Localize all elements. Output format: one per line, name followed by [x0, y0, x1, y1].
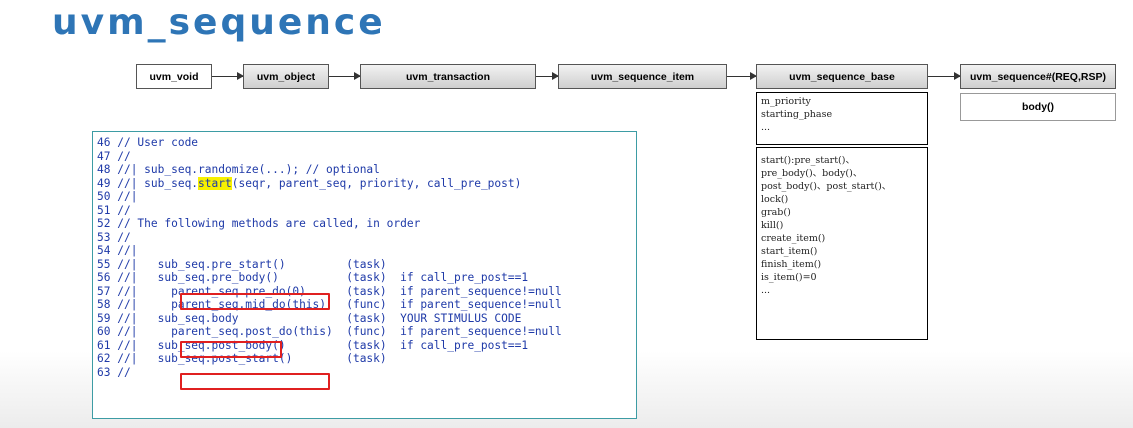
inherit-arrow: [727, 72, 757, 80]
method-item: finish_item(): [761, 259, 822, 270]
line-number: 59: [97, 311, 111, 325]
highlight-body: [180, 341, 282, 358]
method-item: ...: [761, 285, 771, 296]
line-number: 61: [97, 338, 111, 352]
code-text: // The following methods are called, in …: [110, 217, 421, 230]
method-item: create_item(): [761, 233, 826, 244]
line-number: 54: [97, 244, 111, 257]
code-line: 48 //| sub_seq.randomize(...); // option…: [93, 163, 636, 177]
method-item: lock(): [761, 194, 789, 205]
code-text: //| sub_seq.post_start() (task): [110, 352, 387, 365]
code-text: //| parent_seq.mid_do(this) (func) if pa…: [110, 298, 562, 311]
sequence-body-method: body(): [960, 93, 1116, 121]
code-line: 51 //: [93, 204, 636, 218]
code-line: 50 //|: [93, 190, 636, 204]
code-text: //|: [110, 190, 138, 203]
class-box-uvm-transaction: uvm_transaction: [360, 64, 536, 89]
line-number: 53: [97, 230, 111, 244]
code-text: //: [110, 365, 131, 379]
method-item: post_body()、post_start()、: [761, 181, 892, 192]
inherit-arrow: [536, 72, 559, 80]
code-line: 56 //| sub_seq.pre_body() (task) if call…: [93, 271, 636, 285]
method-item: pre_body()、body()、: [761, 168, 863, 179]
code-text: //| sub_seq.post_body() (task) if call_p…: [110, 338, 529, 352]
line-number: 55: [97, 257, 111, 271]
code-text: //: [110, 230, 131, 244]
line-number: 58: [97, 298, 111, 311]
line-number: 50: [97, 190, 111, 203]
highlight-post-body: [180, 373, 330, 390]
code-line: 49 //| sub_seq.start(seqr, parent_seq, p…: [93, 176, 636, 191]
method-item: is_item()=0: [761, 272, 817, 283]
line-number: 62: [97, 352, 111, 365]
property-item: starting_phase: [761, 109, 833, 120]
inherit-arrow: [212, 72, 244, 80]
page-title: uvm_sequence: [52, 2, 386, 43]
code-line: 46 // User code: [93, 136, 636, 150]
code-line: 59 //| sub_seq.body (task) YOUR STIMULUS…: [93, 312, 636, 326]
highlighted-code: start: [198, 176, 232, 190]
code-text: //|: [110, 244, 138, 257]
code-line: 57 //| parent_seq.pre_do(0) (task) if pa…: [93, 285, 636, 299]
method-item: start():pre_start()、: [761, 155, 855, 166]
class-box-uvm-sequence-base: uvm_sequence_base: [756, 64, 928, 89]
code-text: //| parent_seq.pre_do(0) (task) if paren…: [110, 284, 562, 298]
code-text: //: [110, 203, 131, 217]
code-text: //| sub_seq.randomize(...); // optional: [110, 163, 380, 176]
class-box-uvm-sequence-item: uvm_sequence_item: [558, 64, 727, 89]
line-number: 63: [97, 365, 111, 379]
code-line: 63 //: [93, 366, 636, 380]
base-methods-panel: start():pre_start()、 pre_body()、body()、 …: [756, 147, 928, 340]
line-number: 48: [97, 163, 111, 176]
code-line: 52 // The following methods are called, …: [93, 217, 636, 231]
code-line: 55 //| sub_seq.pre_start() (task): [93, 258, 636, 272]
method-item: kill(): [761, 220, 784, 231]
code-text: //| parent_seq.post_do(this) (func) if p…: [110, 325, 562, 338]
code-line: 47 //: [93, 150, 636, 164]
code-line: 61 //| sub_seq.post_body() (task) if cal…: [93, 339, 636, 353]
line-number: 46: [97, 136, 111, 149]
method-item: grab(): [761, 207, 791, 218]
inherit-arrow: [329, 72, 361, 80]
line-number: 47: [97, 149, 111, 163]
code-text: (seqr, parent_seq, priority, call_pre_po…: [231, 176, 522, 190]
code-line: 58 //| parent_seq.mid_do(this) (func) if…: [93, 298, 636, 312]
code-line: 60 //| parent_seq.post_do(this) (func) i…: [93, 325, 636, 339]
method-item: start_item(): [761, 246, 818, 257]
highlight-pre-body: [180, 293, 330, 310]
line-number: 60: [97, 325, 111, 338]
code-text: //| sub_seq.body (task) YOUR STIMULUS CO…: [110, 311, 522, 325]
code-line: 53 //: [93, 231, 636, 245]
class-box-uvm-void: uvm_void: [136, 64, 212, 89]
line-number: 57: [97, 284, 111, 298]
code-text: //| sub_seq.: [110, 176, 199, 190]
code-text: // User code: [110, 136, 199, 149]
code-line: 54 //|: [93, 244, 636, 258]
code-line: 62 //| sub_seq.post_start() (task): [93, 352, 636, 366]
base-properties-panel: m_priority starting_phase ...: [756, 92, 928, 145]
line-number: 51: [97, 203, 111, 217]
class-box-uvm-sequence: uvm_sequence#(REQ,RSP): [960, 64, 1116, 89]
code-text: //| sub_seq.pre_start() (task): [110, 257, 387, 271]
property-item: ...: [761, 122, 771, 133]
line-number: 52: [97, 217, 111, 230]
class-box-uvm-object: uvm_object: [243, 64, 329, 89]
line-number: 49: [97, 176, 111, 190]
line-number: 56: [97, 271, 111, 284]
code-text: //: [110, 149, 131, 163]
code-text: //| sub_seq.pre_body() (task) if call_pr…: [110, 271, 529, 284]
property-item: m_priority: [761, 96, 811, 107]
inherit-arrow: [928, 72, 961, 80]
